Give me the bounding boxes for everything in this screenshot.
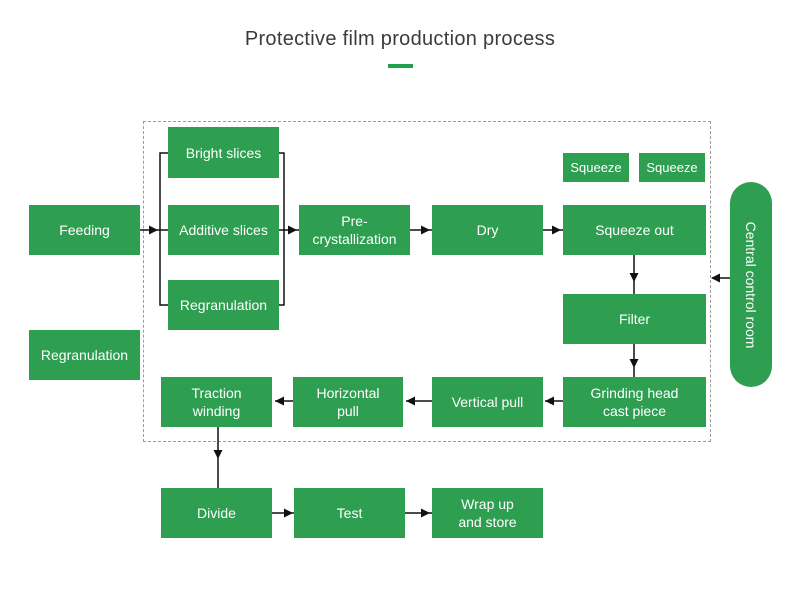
node-divide: Divide [161, 488, 272, 538]
node-regranulation-inner: Regranulation [168, 280, 279, 330]
node-wrap-up-and-store: Wrap up and store [432, 488, 543, 538]
node-horizontal-pull: Horizontal pull [293, 377, 403, 427]
node-squeeze-2: Squeeze [639, 153, 705, 182]
title-underline [388, 64, 413, 68]
node-regranulation-outer: Regranulation [29, 330, 140, 380]
node-squeeze-1: Squeeze [563, 153, 629, 182]
page-title: Protective film production process [244, 28, 556, 50]
central-control-room-label: Central control room [743, 221, 759, 348]
node-feeding: Feeding [29, 205, 140, 255]
node-test: Test [294, 488, 405, 538]
node-bright-slices: Bright slices [168, 127, 279, 178]
node-squeeze-out: Squeeze out [563, 205, 706, 255]
node-pre-crystallization: Pre- crystallization [299, 205, 410, 255]
process-boundary [143, 121, 711, 442]
node-central-control-room: Central control room [730, 182, 772, 387]
node-grinding-head-cast-piece: Grinding head cast piece [563, 377, 706, 427]
node-dry: Dry [432, 205, 543, 255]
node-additive-slices: Additive slices [168, 205, 279, 255]
node-vertical-pull: Vertical pull [432, 377, 543, 427]
node-filter: Filter [563, 294, 706, 344]
node-traction-winding: Traction winding [161, 377, 272, 427]
